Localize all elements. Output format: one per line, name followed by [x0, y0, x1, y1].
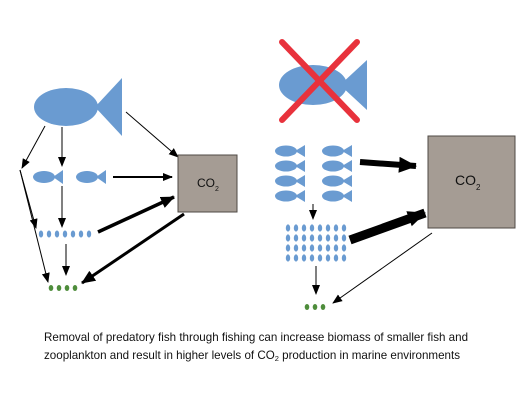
red-x-icon: [279, 39, 360, 123]
arrow-co2-to-phytoplankton-right: [332, 232, 433, 304]
co2-label-right: CO2: [455, 172, 481, 192]
arrow-small-fish-to-co2-right: [359, 156, 417, 173]
right-panel: CO2: [275, 39, 516, 310]
small-fish-icon: [322, 175, 352, 187]
zooplankton-dot-icon: [285, 224, 347, 262]
small-fish-icon: [275, 160, 305, 172]
small-fish-icon: [33, 170, 63, 184]
zooplankton-grid: [285, 224, 347, 262]
arrow-left-branch-b: [19, 169, 50, 283]
arrow-zooplankton-to-co2-right: [348, 208, 427, 245]
left-panel: CO2: [19, 78, 238, 291]
zooplankton-dot-icon: [38, 230, 92, 238]
arrow-co2-to-phytoplankton: [81, 212, 185, 285]
small-fish-icon: [275, 145, 305, 157]
co2-label-left: CO2: [197, 176, 219, 193]
phytoplankton-dot-icon: [48, 285, 78, 291]
arrow-large-fish-to-left-branch: [21, 125, 46, 169]
co2-box-left: [177, 154, 238, 213]
small-fish-icon: [322, 160, 352, 172]
co2-box-right: [427, 135, 516, 229]
small-fish-grid: [275, 145, 352, 202]
small-fish-icon: [76, 170, 106, 184]
arrow-large-fish-to-co2: [125, 111, 179, 158]
small-fish-icon: [275, 175, 305, 187]
caption-line-2: zooplankton and result in higher levels …: [44, 349, 460, 363]
figure-caption: Removal of predatory fish through fishin…: [44, 329, 514, 365]
caption-line-1: Removal of predatory fish through fishin…: [44, 331, 469, 344]
small-fish-icon: [322, 145, 352, 157]
phytoplankton-dot-icon: [304, 304, 326, 310]
small-fish-icon: [322, 190, 352, 202]
arrow-zooplankton-to-co2: [97, 195, 175, 234]
small-fish-icon: [275, 190, 305, 202]
large-fish-icon: [34, 78, 122, 136]
